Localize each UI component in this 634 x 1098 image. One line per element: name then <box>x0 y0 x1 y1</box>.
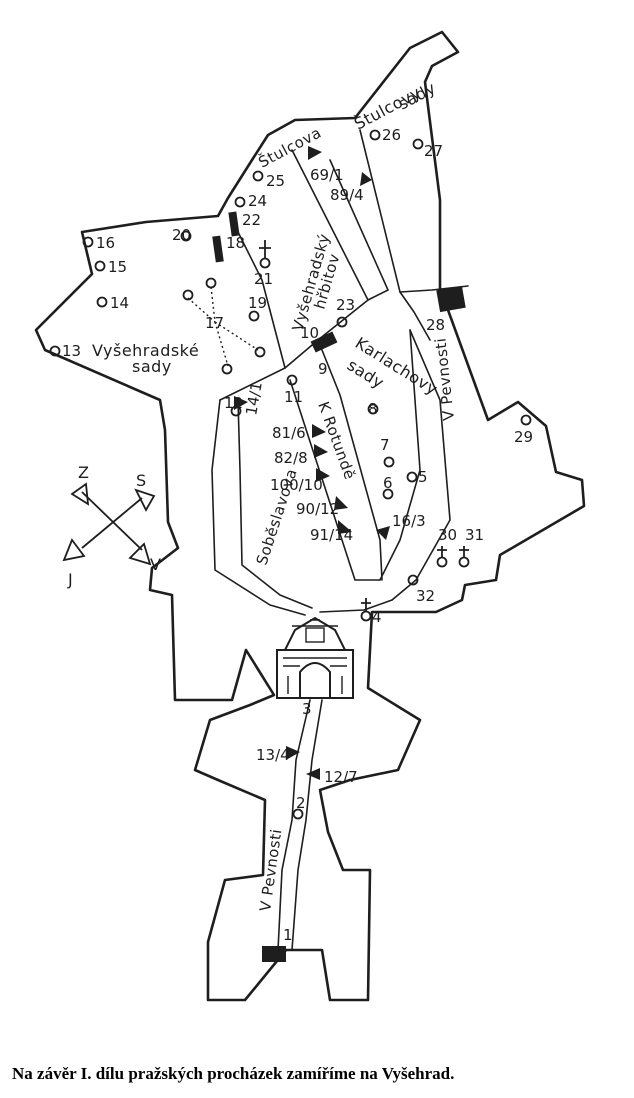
label-2: 2 <box>296 794 306 812</box>
dotted-links-17 <box>187 286 259 367</box>
label-22: 22 <box>242 211 261 229</box>
label-5: 5 <box>418 468 428 486</box>
label-32: 32 <box>416 587 435 605</box>
label-27: 27 <box>424 142 443 160</box>
point-labels: 1 2 3 4 5 6 7 8 9 10 11 12 13 14 15 16 1… <box>62 126 533 944</box>
compass-north: Z <box>78 463 89 482</box>
label-3: 3 <box>302 700 312 718</box>
label-18: 18 <box>226 234 245 252</box>
label-12-7: 12/7 <box>324 768 358 786</box>
label-20: 20 <box>172 226 191 244</box>
label-26: 26 <box>382 126 401 144</box>
compass-west: V <box>150 555 161 574</box>
gate-18 <box>212 235 224 263</box>
label-13: 13 <box>62 342 81 360</box>
fortress-outline <box>34 30 586 1002</box>
street-stulcova: Štulcova <box>255 123 324 172</box>
label-100-10: 100/10 <box>270 476 323 494</box>
label-13-4: 13/4 <box>256 746 290 764</box>
gate-28 <box>436 285 466 313</box>
label-30: 30 <box>438 526 457 544</box>
label-14-1: 14/1 <box>242 380 266 416</box>
gate-1 <box>262 946 286 962</box>
label-81-6: 81/6 <box>272 424 306 442</box>
compass-east: S <box>136 471 147 490</box>
address-labels: 12/7 13/4 14/1 16/3 69/1 81/6 82/8 89/4 … <box>242 166 425 786</box>
label-24: 24 <box>248 192 267 210</box>
caption: Na závěr I. dílu pražských procházek zam… <box>12 1064 455 1083</box>
label-1: 1 <box>283 926 293 944</box>
label-69-1: 69/1 <box>310 166 344 184</box>
compass-south: J <box>67 570 73 589</box>
label-9: 9 <box>318 360 328 378</box>
label-10: 10 <box>300 324 319 342</box>
label-6: 6 <box>383 474 393 492</box>
road-network <box>211 129 469 951</box>
area-stulcovy-2: sady <box>395 78 439 113</box>
label-82-8: 82/8 <box>274 449 308 467</box>
label-19: 19 <box>248 294 267 312</box>
label-15: 15 <box>108 258 127 276</box>
label-28: 28 <box>426 316 445 334</box>
compass-rose <box>62 482 156 566</box>
label-29: 29 <box>514 428 533 446</box>
label-7: 7 <box>380 436 390 454</box>
area-vysehradske-2: sady <box>132 357 172 376</box>
triangle-markers <box>234 146 390 780</box>
label-89-4: 89/4 <box>330 186 364 204</box>
label-16: 16 <box>96 234 115 252</box>
label-25: 25 <box>266 172 285 190</box>
gate-22 <box>228 211 240 237</box>
label-91-14: 91/14 <box>310 526 353 544</box>
label-14: 14 <box>110 294 129 312</box>
label-8: 8 <box>368 400 378 418</box>
label-11: 11 <box>284 388 303 406</box>
label-12: 12 <box>224 394 243 412</box>
label-4: 4 <box>372 608 382 626</box>
label-16-3: 16/3 <box>392 512 426 530</box>
label-31: 31 <box>465 526 484 544</box>
cross-markers <box>259 240 469 611</box>
point-markers <box>49 129 532 820</box>
vysehrad-map: Štulcova Vyšehradský hřbitov Soběslavova… <box>34 30 586 1002</box>
leopold-gate <box>276 616 354 699</box>
label-21: 21 <box>254 270 273 288</box>
label-17: 17 <box>205 314 224 332</box>
label-90-12: 90/12 <box>296 500 339 518</box>
gate-10 <box>310 331 338 353</box>
area-vysehradske-1: Vyšehradské <box>92 341 199 360</box>
label-23: 23 <box>336 296 355 314</box>
